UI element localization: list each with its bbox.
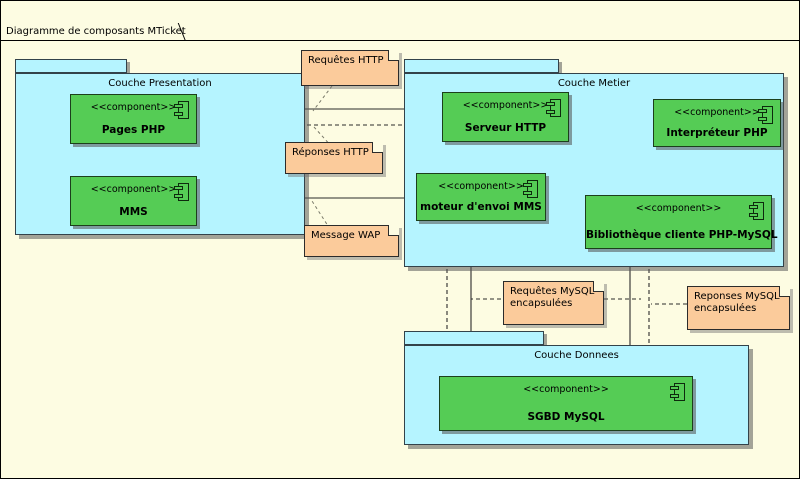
component-name-pages-php: Pages PHP	[101, 124, 166, 136]
package-tab-presentation	[15, 59, 127, 73]
component-icon	[174, 183, 189, 201]
note-reponses-http[interactable]: Réponses HTTP	[285, 142, 383, 174]
note-text-reponses-http: Réponses HTTP	[292, 147, 369, 158]
component-icon	[174, 101, 189, 119]
component-stereotype: <<component>>	[635, 203, 722, 214]
component-icon	[758, 106, 773, 124]
component-name-mms: MMS	[119, 206, 148, 218]
component-serveur-http[interactable]: <<component>> Serveur HTTP	[442, 92, 569, 142]
note-requetes-mysql-encapsulees[interactable]: Requêtes MySQL encapsulées	[503, 281, 604, 325]
diagram-title-label: Diagramme de composants MTicket	[6, 26, 186, 37]
component-stereotype: <<component>>	[674, 107, 760, 118]
note-fold-icon	[372, 142, 383, 153]
note-text-requetes-mysql-line1: Requêtes MySQL	[510, 286, 595, 297]
component-icon	[749, 202, 764, 220]
component-pages-php[interactable]: <<component>> Pages PHP	[70, 94, 197, 144]
note-text-requetes-mysql-line2: encapsulées	[510, 298, 573, 309]
component-name-moteur-mms: moteur d'envoi MMS	[420, 201, 542, 213]
component-mms[interactable]: <<component>> MMS	[70, 176, 197, 226]
note-fold-icon	[388, 225, 399, 236]
note-anchor-requetes-http	[312, 85, 333, 112]
component-name-serveur-http: Serveur HTTP	[464, 122, 547, 134]
component-icon	[546, 99, 561, 117]
package-title-presentation: Couche Presentation	[108, 78, 212, 89]
note-text-message-wap: Message WAP	[311, 230, 381, 241]
note-text-reponses-mysql-line2: encapsulées	[694, 303, 757, 314]
component-bibliotheque-cliente-php-mysql[interactable]: <<component>> Bibliothèque cliente PHP-M…	[585, 195, 778, 249]
note-message-wap[interactable]: Message WAP	[304, 225, 399, 257]
component-stereotype: <<component>>	[438, 181, 524, 192]
component-sgbd-mysql[interactable]: <<component>> SGBD MySQL	[439, 376, 693, 431]
note-requetes-http[interactable]: Requêtes HTTP	[301, 50, 399, 86]
component-interpreteur-php[interactable]: <<component>> Interpréteur PHP	[653, 99, 781, 147]
component-stereotype: <<component>>	[462, 100, 549, 111]
diagram-title-tab: Diagramme de composants MTicket	[1, 23, 186, 41]
component-icon	[670, 383, 685, 401]
package-tab-metier	[404, 59, 559, 73]
component-icon	[523, 180, 538, 198]
component-stereotype: <<component>>	[90, 184, 177, 195]
package-title-metier: Couche Metier	[557, 78, 631, 89]
note-reponses-mysql-encapsulees[interactable]: Reponses MySQL encapsulées	[687, 286, 790, 330]
component-name-interpreteur-php: Interpréteur PHP	[666, 127, 768, 139]
note-fold-icon	[593, 281, 604, 292]
note-fold-icon	[388, 50, 399, 61]
component-moteur-envoi-mms[interactable]: <<component>> moteur d'envoi MMS	[416, 173, 546, 221]
component-name-biblio: Bibliothèque cliente PHP-MySQL	[586, 229, 778, 241]
diagram-tab-slant	[173, 23, 185, 41]
package-title-donnees: Couche Donnees	[534, 350, 619, 361]
diagram-title-rule	[1, 40, 799, 41]
component-stereotype: <<component>>	[90, 102, 177, 113]
component-name-sgbd-mysql: SGBD MySQL	[527, 411, 605, 423]
component-stereotype: <<component>>	[523, 384, 609, 395]
note-fold-icon	[779, 286, 790, 297]
note-text-reponses-mysql-line1: Reponses MySQL	[694, 291, 780, 302]
package-tab-donnees	[404, 331, 544, 345]
note-text-requetes-http: Requêtes HTTP	[308, 55, 384, 66]
